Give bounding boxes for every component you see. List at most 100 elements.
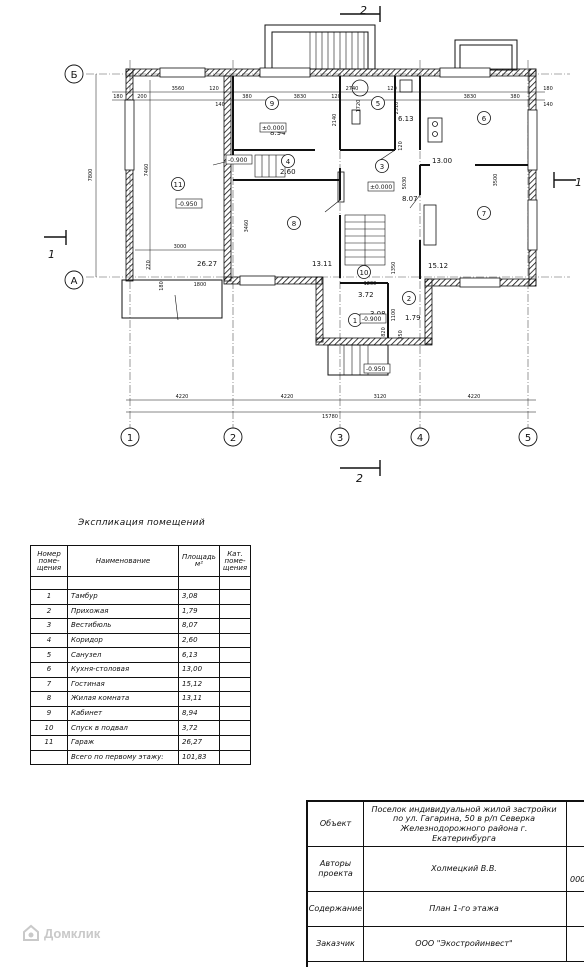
- axis-label-4: 4: [417, 433, 423, 444]
- windows: [124, 67, 538, 288]
- cell-number: 7: [30, 676, 68, 693]
- dimension-label: 7800: [88, 169, 94, 182]
- cell-number: 3: [30, 618, 68, 634]
- house-icon: [23, 924, 39, 941]
- dimension-label: 2140: [332, 114, 338, 127]
- dimension-label: 7460: [144, 164, 150, 177]
- dimension-label: 180: [159, 281, 165, 291]
- cell-number: 5: [30, 647, 68, 663]
- explication-table: Номер поме- щения Наименование Площадь м…: [30, 545, 252, 766]
- cell-name: Санузел: [67, 647, 179, 663]
- room-number: 11: [174, 181, 183, 189]
- room-area: 26.27: [197, 260, 217, 268]
- cell-category: [218, 661, 252, 678]
- interior-walls: [232, 76, 528, 338]
- room-number: 7: [482, 210, 486, 218]
- cell-category: [218, 647, 252, 663]
- room-markers: 13.0821.7938.0742.6056.13613.00715.12813…: [171, 96, 491, 327]
- level-mark: -0.950: [178, 201, 198, 208]
- room-circle: [371, 96, 385, 110]
- cell-category: [218, 720, 252, 736]
- dimension-label: 380: [510, 94, 520, 100]
- room-area: 15.12: [428, 262, 448, 270]
- dimension-label: 2740: [346, 86, 359, 92]
- explication-title: Экспликация помещений: [78, 518, 205, 528]
- room-circle: [171, 177, 185, 191]
- watermark-text: Домклик: [44, 925, 101, 941]
- level-marks: ±0.000±0.000-0.900-0.950-0.900-0.950: [175, 122, 395, 374]
- dimension-label: 140: [543, 102, 553, 108]
- customer-label: Заказчик: [308, 927, 364, 961]
- dimension-label: 120: [387, 86, 397, 92]
- dimension-label: 3560: [172, 86, 185, 92]
- room-area: 3.72: [358, 291, 374, 299]
- cell-area: 8,94: [178, 705, 220, 722]
- room-number: 9: [270, 100, 274, 108]
- stairs: [254, 154, 386, 266]
- section-mark-right: 1: [575, 176, 582, 189]
- room-area: 6.13: [398, 115, 414, 123]
- cell-number: 8: [30, 691, 68, 707]
- level-mark-box: [175, 198, 203, 209]
- cell-category: [218, 691, 252, 707]
- dimension-label: 120: [398, 141, 404, 151]
- cell-category: [218, 676, 252, 693]
- level-mark-box: [225, 154, 253, 165]
- cell-name: Спуск в подвал: [67, 720, 179, 736]
- dimension-label: 15780: [322, 414, 338, 420]
- cell-name: Прихожая: [67, 603, 179, 620]
- room-circle: [265, 96, 279, 110]
- total-area: 101,83: [178, 749, 220, 766]
- content-value: План 1-го этажа: [429, 904, 499, 914]
- dimension-label: 350: [398, 330, 404, 340]
- room-circle: [287, 216, 301, 230]
- cell-number: 9: [30, 705, 68, 722]
- room-number: 2: [407, 295, 411, 303]
- room-number: 10: [360, 269, 369, 277]
- domclick-watermark: Домклик: [22, 924, 100, 942]
- level-mark-box: [367, 181, 395, 192]
- dimension-label: 1200: [364, 281, 377, 287]
- room-circle: [281, 154, 295, 168]
- level-mark: -0.900: [362, 316, 382, 323]
- authors-label: Авторы проекта: [308, 847, 364, 891]
- dimension-label: 3120: [374, 394, 387, 400]
- level-mark: ±0.000: [262, 125, 284, 132]
- level-mark: -0.950: [366, 366, 386, 373]
- dimension-label: 820: [381, 327, 387, 337]
- axis-bubbles: [64, 64, 538, 447]
- cell-number: 1: [30, 589, 68, 605]
- section-mark-lines: [44, 6, 576, 476]
- room-area: 8.94: [270, 129, 286, 137]
- col-header-number: Номер поме- щения: [30, 545, 68, 577]
- cell-area: 3,72: [178, 720, 220, 736]
- dimension-label: 120: [209, 86, 219, 92]
- dimension-label: 3830: [464, 94, 477, 100]
- cell-number: 10: [30, 720, 68, 736]
- dimension-label: 1350: [391, 262, 397, 275]
- cell-area: 1,79: [178, 603, 220, 620]
- room-number: 4: [286, 158, 291, 166]
- total-label: Всего по первому этажу:: [67, 749, 179, 766]
- fixtures: [337, 79, 443, 246]
- dimension-label: 3000: [174, 244, 187, 250]
- cell-area: 2,60: [178, 632, 220, 649]
- room-circle: [402, 291, 416, 305]
- dimension-lines: [95, 74, 545, 413]
- cell-area: 13,11: [178, 691, 220, 707]
- dimension-label: 1800: [194, 282, 207, 288]
- axis-label-5: 5: [525, 433, 531, 444]
- dimension-label: 2310: [394, 102, 400, 115]
- dimension-label: 220: [146, 260, 152, 270]
- room-number: 6: [482, 115, 487, 123]
- dimension-label: 200: [137, 94, 147, 100]
- cell-number: [30, 749, 68, 766]
